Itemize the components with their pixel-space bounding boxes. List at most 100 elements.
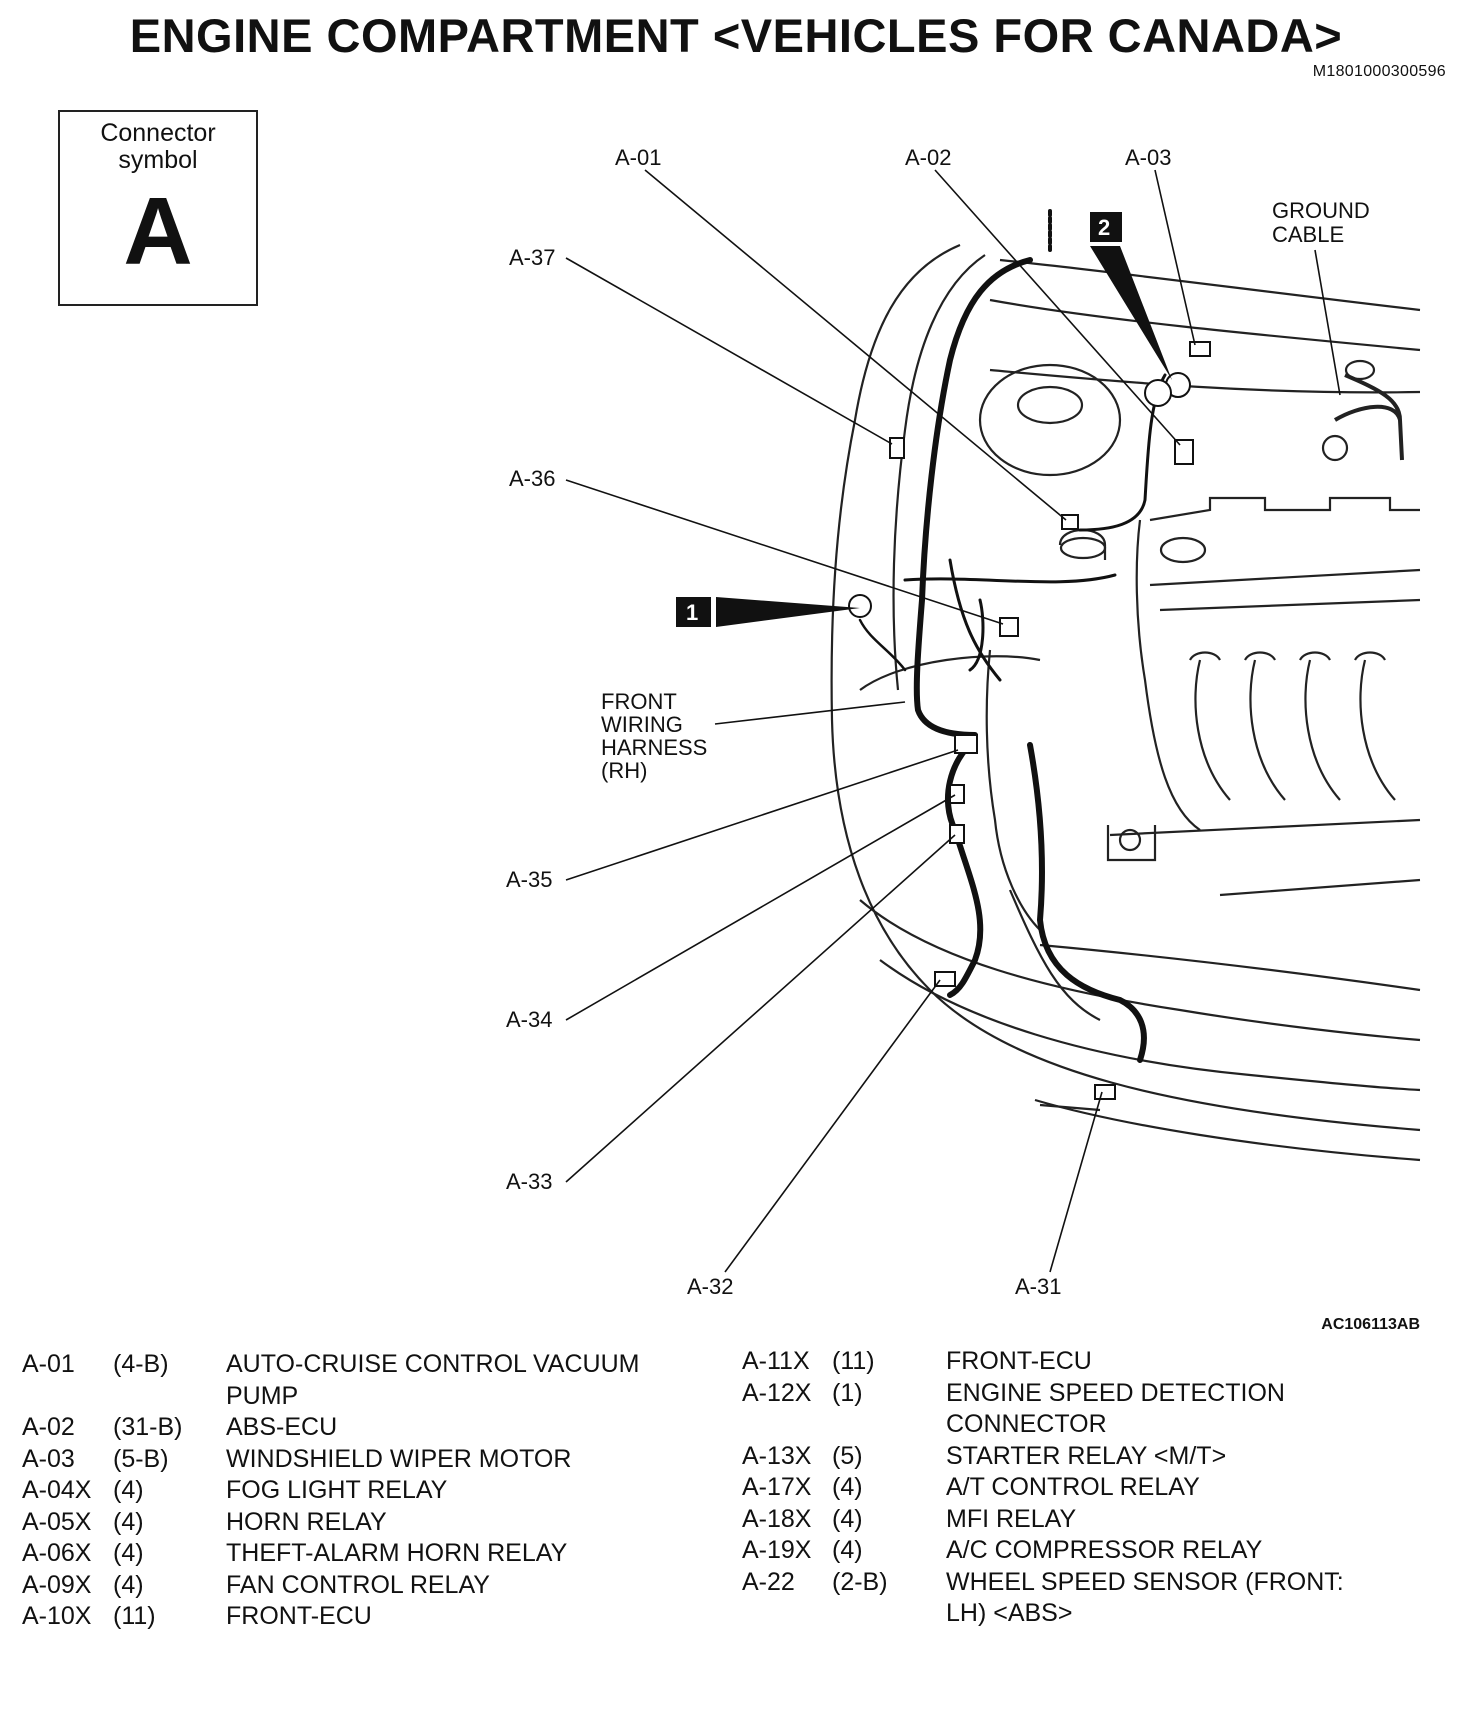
legend-desc: WHEEL SPEED SENSOR (FRONT: LH) <ABS> <box>946 1567 1344 1628</box>
connector-symbol-caption: Connector symbol <box>100 119 216 174</box>
legend-pins: (4) <box>832 1536 863 1564</box>
main-harness <box>913 257 1033 738</box>
legend-row: A-19X (4) A/C COMPRESSOR RELAY <box>742 1535 1422 1567</box>
runner-tops <box>1189 651 1386 661</box>
leader-a31 <box>1049 1091 1103 1273</box>
leader-harness <box>714 701 906 725</box>
engine-lower <box>1109 818 1421 837</box>
legend-desc: THEFT-ALARM HORN RELAY <box>226 1539 568 1567</box>
legend-code: A-19X <box>742 1536 812 1564</box>
legend-row: A-05X (4) HORN RELAY <box>22 1507 702 1539</box>
legend-row: A-06X (4) THEFT-ALARM HORN RELAY <box>22 1538 702 1570</box>
legend-code: A-13X <box>742 1441 812 1470</box>
legend-pins: (2-B) <box>832 1567 888 1596</box>
harness-branch-front <box>1027 742 1147 1063</box>
marker-1-arrow <box>716 597 860 627</box>
vehicle-outline <box>830 243 1421 1162</box>
connector-a37 <box>889 437 905 459</box>
ground-terminal <box>1344 359 1376 381</box>
legend-code: A-05X <box>22 1507 92 1536</box>
front-crossmember <box>1008 889 1101 1021</box>
legend-row: A-04X (4) FOG LIGHT RELAY <box>22 1475 702 1507</box>
label-a31: A-31 <box>1015 1274 1061 1299</box>
legend-pins: (4) <box>113 1570 144 1599</box>
legend-pins: (4) <box>832 1473 863 1501</box>
leader-lines <box>565 169 1341 1273</box>
legend-desc: ENGINE SPEED DETECTION CONNECTOR <box>946 1378 1285 1439</box>
engine-compartment-diagram: 1 2 A-01 A-02 A-03 A-37 A-36 A-35 A-34 A… <box>506 145 1421 1299</box>
connector-legend-right: A-11X (11) FRONT-ECU A-12X (1) ENGINE SP… <box>742 1346 1422 1630</box>
legend-pins: (11) <box>832 1347 875 1375</box>
label-a37: A-37 <box>509 245 555 270</box>
ground-point-1 <box>848 594 872 618</box>
label-a01: A-01 <box>615 145 661 170</box>
page-title: ENGINE COMPARTMENT <VEHICLES FOR CANADA> <box>129 9 1343 62</box>
connector-a02 <box>1174 439 1194 465</box>
battery-tray <box>985 649 1041 931</box>
figure-id: AC106113AB <box>1321 1316 1420 1333</box>
legend-code: A-22 <box>742 1567 795 1596</box>
harness-a36 <box>968 598 985 672</box>
legend-desc: FAN CONTROL RELAY <box>226 1570 490 1599</box>
leader-a02 <box>934 169 1181 446</box>
legend-pins: (4) <box>113 1476 144 1504</box>
intake-runner <box>1194 659 1231 801</box>
label-ground-cable-1: GROUND <box>1272 198 1370 223</box>
connector-a31 <box>1094 1084 1116 1100</box>
leader-a37 <box>565 257 893 445</box>
leader-a32 <box>724 979 941 1273</box>
wiring-harness <box>858 208 1167 1063</box>
leader-a33 <box>565 834 956 1183</box>
legend-row: A-17X (4) A/T CONTROL RELAY <box>742 1472 1422 1504</box>
label-harness-1: FRONT <box>601 689 677 714</box>
marker-1-box <box>676 597 711 627</box>
connector-a03 <box>1189 341 1211 357</box>
harness-loop <box>948 558 1002 682</box>
strut-cap <box>1016 385 1084 425</box>
label-harness-4: (RH) <box>601 758 647 783</box>
grille-line <box>1034 1098 1421 1162</box>
legend-desc: FRONT-ECU <box>226 1602 372 1630</box>
reservoir-cap <box>1059 536 1107 560</box>
legend-code: A-04X <box>22 1476 92 1504</box>
mount-bracket <box>1106 825 1157 862</box>
legend-desc: FOG LIGHT RELAY <box>226 1476 448 1504</box>
legend-row: A-22 (2-B) WHEEL SPEED SENSOR (FRONT: LH… <box>742 1567 1422 1630</box>
fender-outline <box>830 243 1421 1132</box>
hood-edge <box>999 258 1421 312</box>
legend-row: A-12X (1) ENGINE SPEED DETECTION CONNECT… <box>742 1378 1422 1441</box>
engine-line-2 <box>1159 598 1421 612</box>
legend-code: A-06X <box>22 1539 92 1567</box>
label-a35: A-35 <box>506 867 552 892</box>
mount-hole <box>1118 828 1142 852</box>
harness-branch-lower <box>945 737 984 998</box>
ground-cable <box>1333 373 1404 461</box>
connector-a35 <box>954 734 978 754</box>
legend-row: A-09X (4) FAN CONTROL RELAY <box>22 1570 702 1602</box>
connectors <box>848 341 1211 1100</box>
connector-symbol-letter: A <box>123 178 193 285</box>
engine-cap <box>1159 536 1207 564</box>
label-a02: A-02 <box>905 145 951 170</box>
leader-a03 <box>1154 169 1196 346</box>
connector-a01 <box>1061 514 1079 530</box>
legend-desc: AUTO-CRUISE CONTROL VACUUM PUMP <box>226 1350 640 1410</box>
intake-runner <box>1249 659 1286 801</box>
label-a33: A-33 <box>506 1169 552 1194</box>
connector-a33 <box>949 824 965 844</box>
intake-runner <box>1359 659 1396 801</box>
legend-desc: A/T CONTROL RELAY <box>946 1473 1200 1501</box>
engine-side <box>1135 519 1201 831</box>
harness-cross <box>903 573 1117 584</box>
legend-row: A-13X (5) STARTER RELAY <M/T> <box>742 1441 1422 1473</box>
legend-desc: WINDSHIELD WIPER MOTOR <box>226 1444 572 1473</box>
legend-desc: A/C COMPRESSOR RELAY <box>946 1536 1263 1564</box>
legend-pins: (4) <box>113 1539 144 1567</box>
legend-pins: (4-B) <box>113 1350 169 1378</box>
engine-top <box>1149 496 1420 522</box>
label-harness-2: WIRING <box>601 712 683 737</box>
marker-2-arrow <box>1090 246 1172 380</box>
label-a03: A-03 <box>1125 145 1171 170</box>
legend-pins: (11) <box>113 1602 156 1630</box>
ground-terminal <box>1321 434 1349 462</box>
